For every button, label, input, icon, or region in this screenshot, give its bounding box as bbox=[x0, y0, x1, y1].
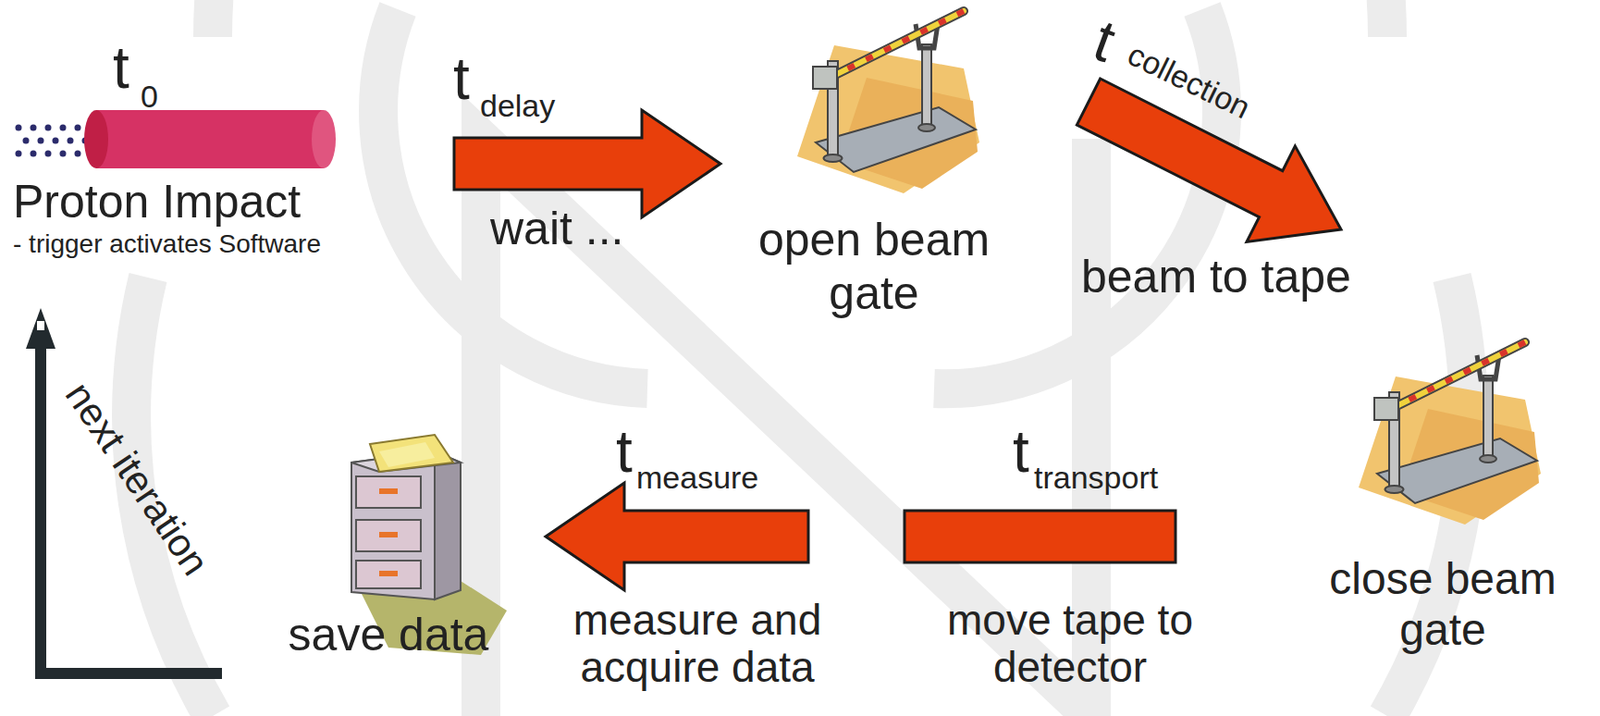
arrow-label: wait ... bbox=[490, 203, 624, 255]
block-arrow bbox=[454, 110, 721, 218]
step-node: close beam gate bbox=[1289, 334, 1597, 655]
arrow-head-mark bbox=[36, 320, 45, 331]
step-title: open beam gate bbox=[715, 213, 1033, 320]
step-node: open beam gate bbox=[715, 5, 1033, 320]
time-symbol: t bbox=[1085, 7, 1124, 74]
step-node: Proton Impact- trigger activates Softwar… bbox=[9, 46, 454, 259]
step-node: save data bbox=[258, 434, 518, 662]
iteration-arrow bbox=[25, 307, 222, 674]
step-arrow bbox=[454, 110, 721, 218]
time-symbol: 0 bbox=[140, 79, 159, 114]
step-label: measure and acquire data bbox=[535, 596, 860, 690]
arrow-head bbox=[25, 307, 56, 349]
time-symbol: t bbox=[453, 46, 470, 111]
time-symbol: transport bbox=[1033, 460, 1158, 495]
arrow-label: move tape to detector bbox=[903, 596, 1237, 690]
proton-target bbox=[15, 110, 337, 169]
step-title: Proton Impact bbox=[9, 175, 301, 230]
beam-gate-icon bbox=[1358, 342, 1541, 525]
arrow-label: beam to tape bbox=[1081, 251, 1352, 303]
time-symbol: t bbox=[1012, 418, 1030, 484]
time-symbol: t bbox=[615, 418, 633, 484]
beam-gate-icon bbox=[797, 11, 980, 194]
step-title: save data bbox=[288, 608, 490, 663]
time-symbol: measure bbox=[636, 460, 759, 495]
bracket-line bbox=[40, 328, 222, 674]
block-arrow bbox=[545, 482, 1176, 591]
time-symbol: t bbox=[112, 35, 130, 100]
watermark bbox=[131, 0, 1469, 716]
step-note: - trigger activates Software bbox=[9, 229, 321, 259]
step-arrow bbox=[545, 482, 1176, 591]
step-title: close beam gate bbox=[1289, 553, 1597, 655]
time-symbol: delay bbox=[480, 88, 555, 124]
